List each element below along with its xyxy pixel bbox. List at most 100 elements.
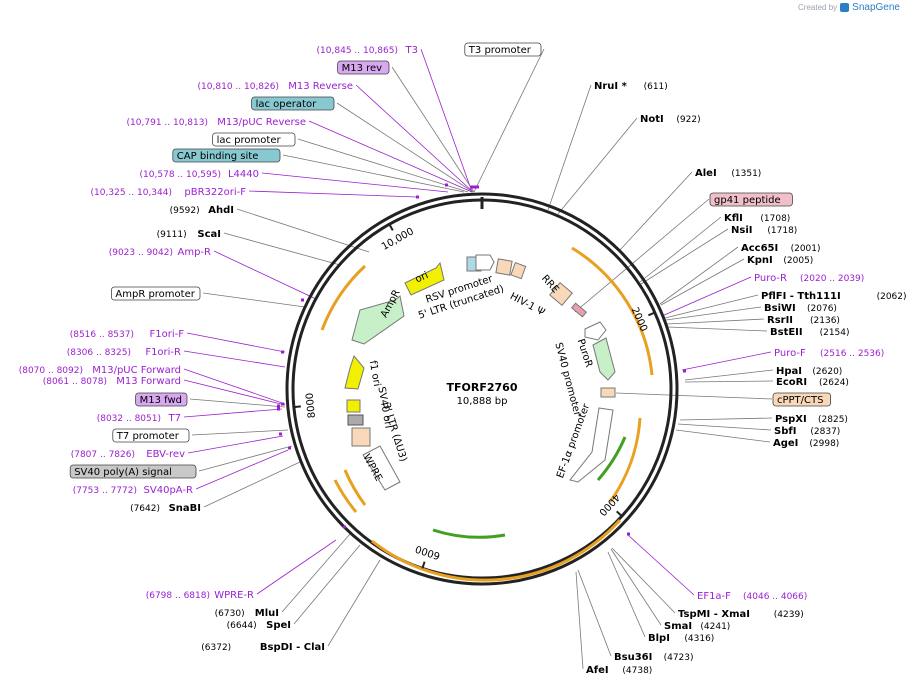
leader-line <box>183 379 286 406</box>
plasmid-length: 10,888 bp <box>457 396 508 407</box>
ori-arrow <box>404 261 445 296</box>
enzyme-label: SnaBI <box>169 503 201 514</box>
leader-line <box>577 569 612 657</box>
primer-mark <box>683 369 686 373</box>
leader-line <box>615 392 773 400</box>
position-label: (1708) <box>760 214 790 224</box>
leader-line <box>293 544 361 625</box>
primer-label: M13/pUC Forward <box>92 365 181 376</box>
bp-tick-label: 10,000 <box>380 226 416 253</box>
misc-gray-box <box>347 414 364 426</box>
position-label: (7753 .. 7772) <box>73 486 137 496</box>
leader-line <box>256 539 337 595</box>
ampr-arrow <box>351 295 405 345</box>
bp-tick-label: 2000 <box>629 306 649 334</box>
leader-line <box>236 208 370 253</box>
position-label: (8032 .. 8051) <box>97 414 161 424</box>
leader-line <box>675 429 771 443</box>
backbone-outer-ring <box>285 192 679 586</box>
f1ori-arrow <box>344 354 365 390</box>
position-label: (4738) <box>622 666 652 676</box>
position-label: (10,791 .. 10,813) <box>127 118 208 128</box>
leader-line <box>187 435 284 454</box>
primer-label: M13/pUC Reverse <box>217 117 306 128</box>
feature-label: ori <box>414 270 430 285</box>
primer-mark <box>445 183 448 187</box>
leader-line <box>355 84 474 193</box>
feature-tag-box <box>172 148 281 163</box>
green-arc-1 <box>432 528 506 539</box>
primer-label: Amp-R <box>178 247 212 258</box>
feature-tag-box <box>337 60 390 75</box>
primer-mark <box>281 402 284 406</box>
feature-tag-box <box>464 42 542 57</box>
leader-line <box>327 559 381 647</box>
bp-tick-mark <box>293 405 301 409</box>
primer-mark <box>343 525 346 529</box>
orange-arc-1 <box>571 246 654 376</box>
position-label: (6644) <box>227 621 257 631</box>
primer-label: pBR322ori-F <box>184 187 246 198</box>
enzyme-label: AfeI <box>586 665 609 676</box>
feature-label: f1 ori <box>367 360 382 388</box>
enzyme-label: Acc65I <box>741 243 778 254</box>
bp-tick-label: 8000 <box>305 392 318 418</box>
primer-mark <box>277 404 280 408</box>
feature-tag-label: cPPT/CTS <box>777 395 823 406</box>
feature-tag-label: lac promoter <box>217 135 282 146</box>
position-label: (2624) <box>819 378 849 388</box>
puror-small-arrow <box>584 321 607 341</box>
primer-mark <box>288 446 291 450</box>
leader-line <box>575 571 584 670</box>
enzyme-label: SbfI <box>774 426 796 437</box>
enzyme-label: AgeI <box>773 438 798 449</box>
enzyme-label: BspDI - ClaI <box>260 642 325 653</box>
enzyme-label: NsiI <box>731 225 752 236</box>
snapgene-logo-icon <box>840 3 850 12</box>
position-label: (2516 .. 2536) <box>820 349 884 359</box>
position-label: (2620) <box>812 367 842 377</box>
position-label: (10,845 .. 10,865) <box>317 46 398 56</box>
enzyme-label: RsrII <box>767 315 793 326</box>
primer-mark <box>416 195 419 199</box>
position-label: (6730) <box>215 609 245 619</box>
leader-line <box>391 66 475 193</box>
leader-lines <box>183 48 774 670</box>
rre-box <box>549 282 573 306</box>
inner-features <box>344 254 616 491</box>
feature-label: SV40 promoter <box>552 341 582 418</box>
leader-line <box>203 461 301 508</box>
primer-label: EF1a-F <box>697 591 731 602</box>
credit-brand: SnapGene <box>852 2 900 13</box>
psi-box <box>510 262 527 280</box>
leader-line <box>610 548 662 626</box>
position-label: (2001) <box>791 244 821 254</box>
enzyme-label: HpaI <box>776 366 802 377</box>
feature-tag-label: gp41 peptide <box>714 195 781 206</box>
leader-line <box>213 250 317 300</box>
position-label: (2005) <box>783 256 813 266</box>
position-label: (9023 .. 9042) <box>109 248 173 258</box>
leader-line <box>664 294 759 319</box>
leader-line <box>183 350 286 368</box>
position-label: (611) <box>644 82 668 92</box>
enzyme-label: NotI <box>640 114 664 125</box>
enzyme-label: TspMI - XmaI <box>678 609 750 620</box>
enzyme-label: BlpI <box>648 633 670 644</box>
position-label: (10,810 .. 10,826) <box>198 82 279 92</box>
position-label: (2136) <box>810 316 840 326</box>
enzyme-label: EcoRI <box>776 377 807 388</box>
bp-tick-mark <box>616 510 623 517</box>
leader-line <box>607 551 646 638</box>
position-label: (6372) <box>201 643 231 653</box>
leader-line <box>667 326 768 332</box>
position-label: (8306 .. 8325) <box>67 348 131 358</box>
snapgene-credit: Created by SnapGene <box>798 2 900 13</box>
position-label: (2837) <box>810 427 840 437</box>
orange-arc-5 <box>343 469 367 506</box>
position-label: (10,325 .. 10,344) <box>91 188 172 198</box>
primer-label: Puro-R <box>754 273 787 284</box>
leader-line <box>183 368 286 405</box>
orange-arc-2 <box>608 417 642 503</box>
sv40ori-box <box>346 399 361 413</box>
